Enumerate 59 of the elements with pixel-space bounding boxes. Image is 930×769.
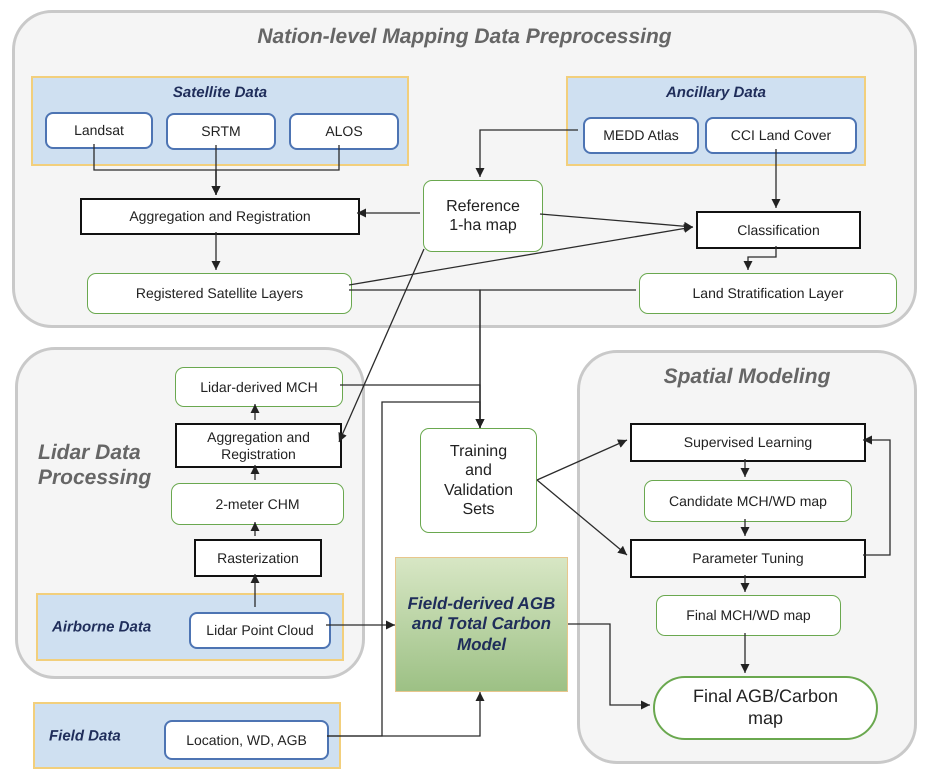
arrow xyxy=(338,248,425,442)
arrow xyxy=(250,404,260,420)
output-box: Registered Satellite Layers xyxy=(87,273,352,314)
model-box: Field-derived AGB and Total Carbon Model xyxy=(395,557,568,692)
arrow xyxy=(348,224,694,286)
arrow xyxy=(212,232,220,270)
source-box: MEDD Atlas xyxy=(583,117,699,154)
panel-title: Nation-level Mapping Data Preprocessing xyxy=(256,25,673,49)
arrow xyxy=(740,633,750,673)
arrow xyxy=(772,149,780,208)
group-title: Airborne Data xyxy=(52,618,152,636)
data-source-group xyxy=(33,702,341,769)
output-box: 2-meter CHM xyxy=(171,483,344,525)
data-source-group xyxy=(36,593,344,661)
arrow xyxy=(536,480,628,556)
arrow xyxy=(540,213,694,231)
arrow xyxy=(740,459,750,477)
arrow xyxy=(744,246,777,270)
arrow xyxy=(250,465,260,480)
process-box: Parameter Tuning xyxy=(630,539,866,578)
arrow xyxy=(740,575,750,592)
output-box: Lidar-derived MCH xyxy=(175,367,343,407)
process-box: Rasterization xyxy=(194,539,322,577)
output-box: Candidate MCH/WD map xyxy=(644,480,852,522)
source-box: CCI Land Cover xyxy=(705,117,857,154)
arrow xyxy=(326,620,395,630)
source-box: Landsat xyxy=(45,112,153,149)
group-title: Ancillary Data xyxy=(664,84,768,101)
group-title: Satellite Data xyxy=(172,84,268,101)
arrow xyxy=(212,145,340,195)
source-box: SRTM xyxy=(166,113,276,150)
arrow xyxy=(357,208,420,218)
process-box: Supervised Learning xyxy=(630,423,866,462)
source-box: Location, WD, AGB xyxy=(164,720,329,760)
arrow xyxy=(863,436,891,556)
arrow xyxy=(536,439,628,481)
process-box: Aggregation and Registration xyxy=(175,423,342,468)
stage-panel xyxy=(577,350,917,764)
terminal-box: Final AGB/Carbon map xyxy=(653,676,878,740)
output-box: Final MCH/WD map xyxy=(656,595,841,636)
data-source-group xyxy=(31,76,409,166)
arrow xyxy=(250,574,260,607)
stage-panel xyxy=(12,10,917,328)
arrow xyxy=(740,519,750,536)
arrow xyxy=(568,623,650,710)
source-box: Lidar Point Cloud xyxy=(189,612,331,649)
process-box: Classification xyxy=(696,211,861,249)
arrow xyxy=(250,522,260,536)
output-box: Land Stratification Layer xyxy=(639,273,897,314)
stage-panel xyxy=(15,347,365,679)
panel-title: Spatial Modeling xyxy=(662,365,832,389)
source-box: ALOS xyxy=(289,113,399,150)
output-box: Training and Validation Sets xyxy=(420,428,537,533)
arrow xyxy=(476,129,578,177)
output-box: Reference 1-ha map xyxy=(423,180,543,252)
arrow xyxy=(327,692,484,737)
data-source-group xyxy=(566,76,866,166)
process-box: Aggregation and Registration xyxy=(80,198,360,235)
group-title: Field Data xyxy=(49,727,121,744)
